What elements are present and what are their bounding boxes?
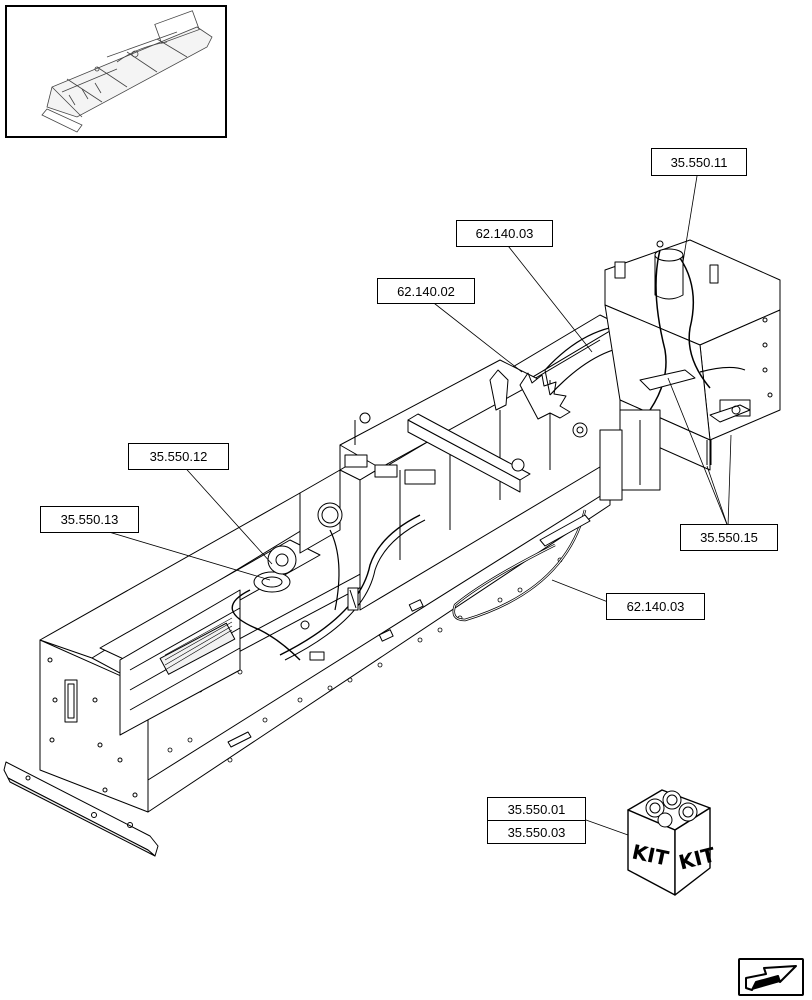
rear-frame — [599, 239, 781, 501]
callout-62-140-03-bottom[interactable]: 62.140.03 — [606, 593, 705, 620]
callout-35-550-11[interactable]: 35.550.11 — [651, 148, 747, 176]
hose-loop — [452, 509, 591, 622]
front-piping — [231, 502, 426, 661]
callout-35-550-12[interactable]: 35.550.12 — [128, 443, 229, 470]
bale-chamber — [99, 539, 321, 736]
kit-box-icon — [627, 789, 711, 896]
overview-thumbnail — [5, 5, 227, 138]
next-page-button[interactable] — [738, 958, 804, 996]
callout-35-550-03[interactable]: 35.550.03 — [487, 820, 586, 844]
callout-35-550-15[interactable]: 35.550.15 — [680, 524, 778, 551]
overview-thumbnail-icon — [41, 10, 213, 133]
leader-lines — [91, 175, 732, 836]
front-plate — [3, 761, 159, 857]
next-page-arrow-icon — [745, 965, 797, 991]
callout-62-140-02[interactable]: 62.140.02 — [377, 278, 475, 304]
callout-35-550-01[interactable]: 35.550.01 — [487, 797, 586, 821]
reservoir — [639, 240, 746, 411]
callout-35-550-13[interactable]: 35.550.13 — [40, 506, 139, 533]
callout-62-140-03-top[interactable]: 62.140.03 — [456, 220, 553, 247]
